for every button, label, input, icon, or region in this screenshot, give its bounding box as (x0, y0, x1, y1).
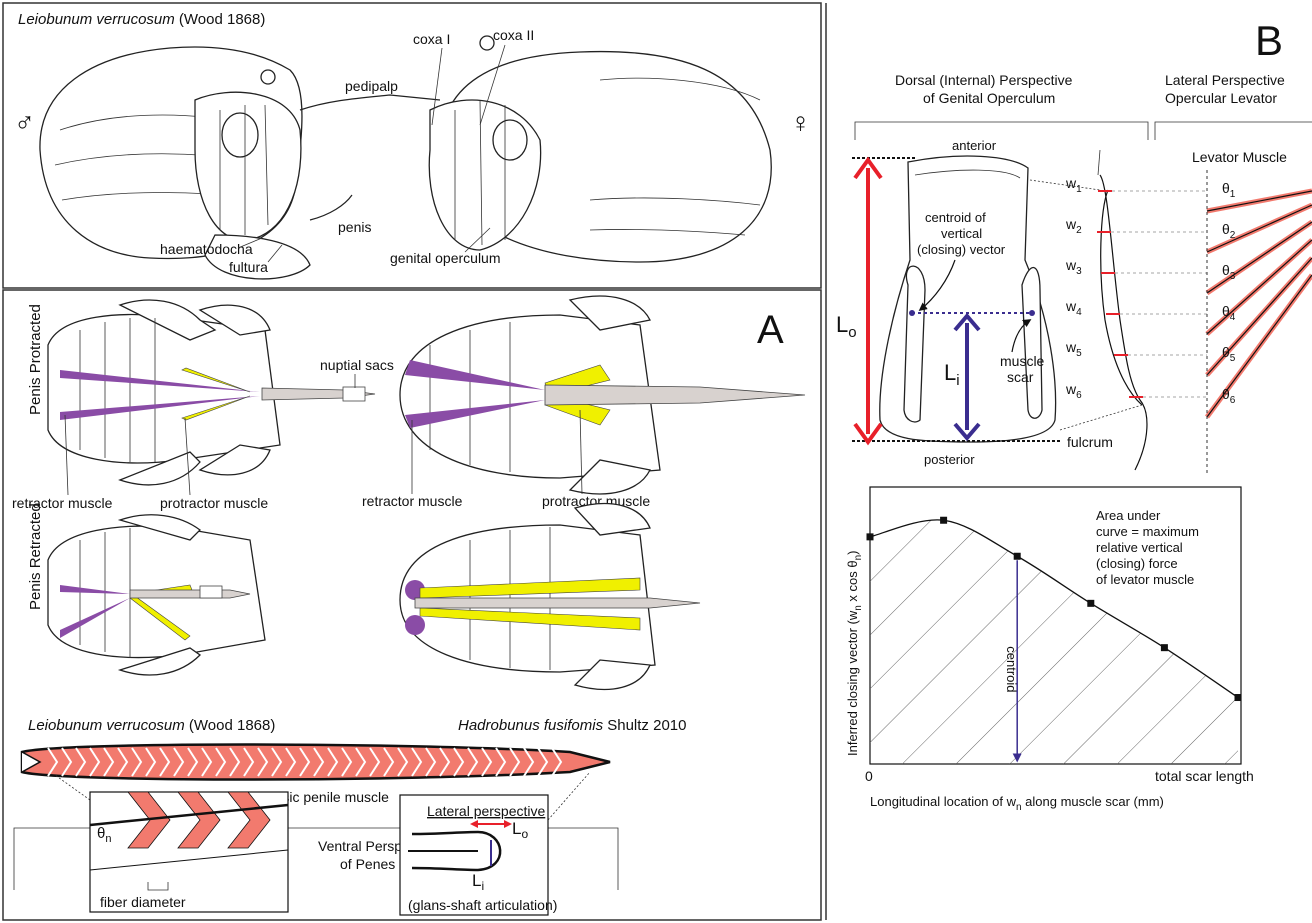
panel-b-letter: B (1255, 17, 1283, 64)
label-pedipalp: pedipalp (345, 78, 398, 94)
label-glans-shaft: (glans-shaft articulation) (408, 897, 557, 913)
panel-a-letter: A (757, 308, 784, 352)
dorsal-line1: Dorsal (Internal) Perspective (895, 72, 1073, 88)
lateral-bracket (1155, 122, 1312, 140)
chart-data-point (1087, 600, 1094, 607)
female-symbol: ♀ (790, 107, 811, 138)
w-label: w4 (1065, 298, 1082, 318)
pedipalp-appendage (300, 95, 440, 110)
label-haematodocha: haematodocha (160, 241, 253, 257)
label-fiber-diameter: fiber diameter (100, 894, 186, 910)
centroid-dot-right (1029, 310, 1035, 316)
chart-centroid-label: centroid (1004, 646, 1019, 692)
penis-appendage (310, 195, 352, 220)
label-fulcrum: fulcrum (1067, 434, 1113, 450)
row-label-retracted: Penis Retracted (27, 503, 44, 610)
top-species-title: Leiobunum verrucosum (Wood 1868) (18, 11, 265, 28)
right-retracted-specimen (400, 504, 700, 690)
chart-x-label: Longitudinal location of wn along muscle… (870, 794, 1164, 813)
intrinsic-penis-shaft (22, 745, 610, 780)
chart-data-point (1235, 694, 1242, 701)
w-label: w1 (1065, 175, 1082, 195)
left-retracted-specimen (48, 515, 265, 675)
label-nuptial-sacs: nuptial sacs (320, 357, 394, 373)
label-penis: penis (338, 219, 371, 235)
chart-data-point (1161, 644, 1168, 651)
centroid-dot-left (909, 310, 915, 316)
row-label-protracted: Penis Protracted (27, 304, 44, 415)
chart-data-point (940, 517, 947, 524)
chart-y-label: Inferred closing vector (wn x cos θn) (845, 551, 864, 757)
lateral-b-line1: Lateral Perspective (1165, 72, 1285, 88)
label-levator-muscle: Levator Muscle (1192, 149, 1287, 165)
w-label: w2 (1065, 216, 1082, 236)
w-label: w5 (1065, 339, 1082, 359)
label-genital-operculum: genital operculum (390, 250, 501, 266)
label-fultura: fultura (229, 259, 268, 275)
chart-data-point (1014, 553, 1021, 560)
label-anterior: anterior (952, 138, 997, 153)
theta-label: θ2 (1222, 221, 1236, 241)
theta-label: θ1 (1222, 180, 1236, 200)
female-body-illustration (429, 36, 771, 262)
label-protractor-left: protractor muscle (160, 495, 268, 511)
species-left-caption: Leiobunum verrucosum (Wood 1868) (28, 717, 275, 734)
label-coxa2: coxa II (493, 27, 534, 43)
chart-annotation-3: relative vertical (1096, 540, 1183, 555)
label-retractor-right: retractor muscle (362, 493, 463, 509)
chart-x-tick-0: 0 (865, 768, 873, 784)
centroid-line2: vertical (941, 226, 982, 241)
muscle-scar-2: scar (1007, 369, 1034, 385)
muscle-scar-1: muscle (1000, 353, 1045, 369)
label-b-Lo: Lo (836, 312, 857, 341)
zoom-leader-right (548, 772, 590, 820)
chart-annotation-1: Area under (1096, 508, 1161, 523)
centroid-line1: centroid of (925, 210, 986, 225)
species-right-caption: Hadrobunus fusifomis Shultz 2010 (458, 717, 686, 734)
label-coxa1: coxa I (413, 31, 450, 47)
label-posterior: posterior (924, 452, 975, 467)
zoom-leader-left (55, 775, 90, 800)
label-retractor-left: retractor muscle (12, 495, 113, 511)
theta-label: θ6 (1222, 386, 1236, 406)
centroid-line3: (closing) vector (917, 242, 1006, 257)
w-marks-group: w1 w2 w3 w4 w5 w6 (1065, 175, 1207, 401)
left-protracted-specimen (48, 300, 375, 485)
chart-data-point (867, 533, 874, 540)
label-lateral-perspective: Lateral perspective (427, 803, 546, 819)
chart-annotation-2: curve = maximum (1096, 524, 1199, 539)
chart-x-tick-total: total scar length (1155, 768, 1254, 784)
w-label: w6 (1065, 381, 1082, 401)
lateral-b-line2: Opercular Levator (1165, 90, 1277, 106)
w-label: w3 (1065, 257, 1082, 277)
male-symbol: ♂ (14, 107, 35, 138)
ventral-line2: of Penes (340, 856, 395, 872)
chart-annotation-5: of levator muscle (1096, 572, 1194, 587)
chart-annotation-4: (closing) force (1096, 556, 1178, 571)
dorsal-line2: of Genital Operculum (923, 90, 1055, 106)
dorsal-bracket (855, 122, 1148, 140)
right-protracted-specimen (400, 296, 805, 494)
